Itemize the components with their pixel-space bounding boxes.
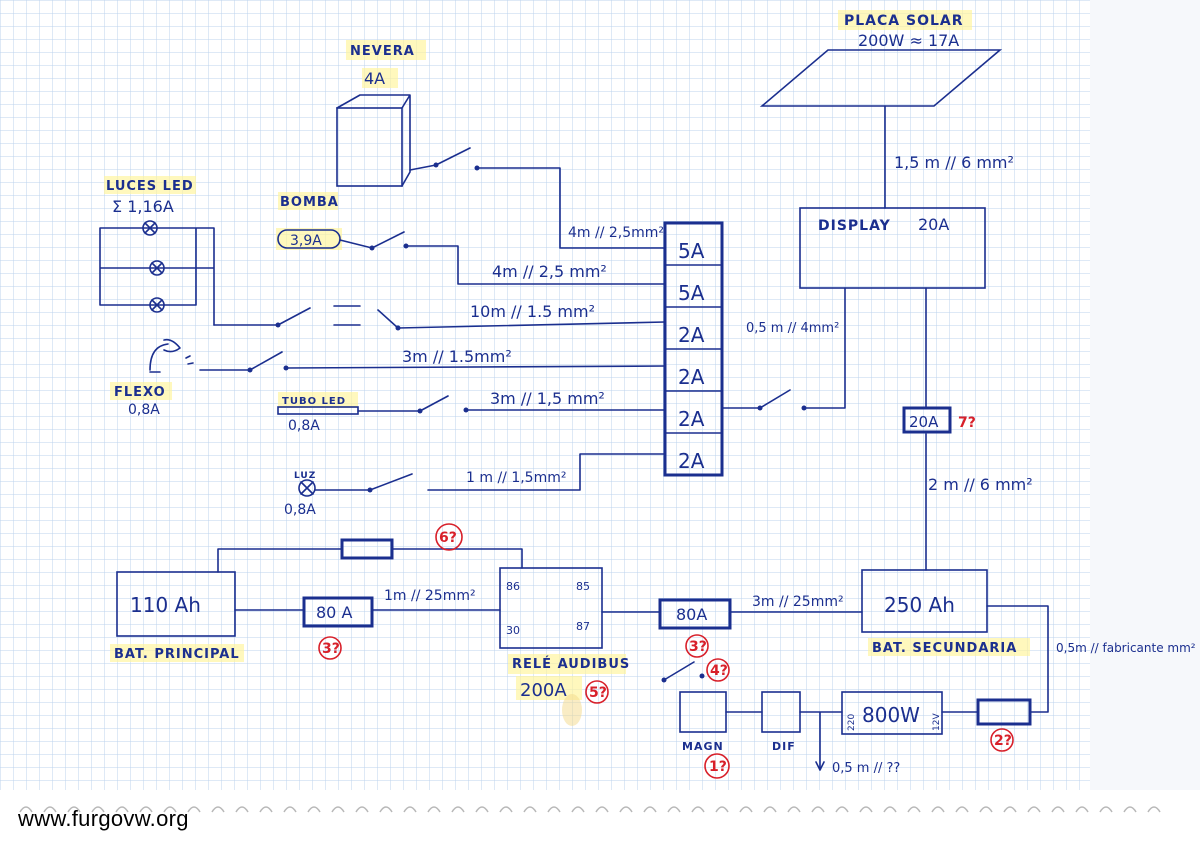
fuse-box xyxy=(663,221,724,477)
bomba-wire xyxy=(339,231,666,285)
fuse-5: 2A xyxy=(678,407,705,431)
inverter-box xyxy=(841,691,943,735)
switch-4-question: 4? xyxy=(710,663,728,679)
flexo-current: 0,8A xyxy=(128,402,160,418)
cable-luces: 10m // 1.5 mm² xyxy=(470,302,595,321)
flexo-lamp-icon xyxy=(149,338,194,373)
tubo-current: 0,8A xyxy=(288,418,320,434)
luz-wire xyxy=(314,453,666,491)
solar-rating: 200W ≈ 17A xyxy=(858,31,959,50)
flexo-label: FLEXO xyxy=(114,385,166,400)
nevera-wire xyxy=(409,147,666,249)
magn-question: 1? xyxy=(709,759,727,775)
cable-aux-inverter: 0,5m // fabricante mm² xyxy=(1056,641,1196,655)
luces-circuit xyxy=(99,220,215,326)
bypass-wire xyxy=(217,548,523,573)
rele-question: 5? xyxy=(589,685,607,701)
flexo-wire xyxy=(199,351,666,371)
dif-label: DIF xyxy=(772,740,796,753)
fuse-1: 5A xyxy=(678,239,705,263)
fuse-main xyxy=(302,596,374,628)
fuse-aux xyxy=(658,598,732,630)
fuse-2: 5A xyxy=(678,281,705,305)
switch-4 xyxy=(663,661,695,681)
tubo-wire xyxy=(357,395,666,412)
battery-main-capacity: 110 Ah xyxy=(130,593,201,617)
fusebox-display-wire xyxy=(721,287,846,409)
fuse-3: 2A xyxy=(678,323,705,347)
display-fuse-question: 7? xyxy=(958,415,976,431)
fuse-aux-rating: 80A xyxy=(676,605,707,624)
rele-label: RELÉ AUDIBUS xyxy=(512,656,630,672)
cable-bomba: 4m // 2,5 mm² xyxy=(492,262,607,281)
cable-luz: 1 m // 1,5mm² xyxy=(466,470,566,486)
magn-label: MAGN xyxy=(682,740,724,753)
inverter-out: 220 xyxy=(847,714,857,731)
magn-box xyxy=(679,691,727,733)
nevera-box xyxy=(336,94,411,187)
inverter-in: 12V xyxy=(932,713,942,731)
battery-main-label: BAT. PRINCIPAL xyxy=(114,647,240,662)
cable-rele-aux: 3m // 25mm² xyxy=(752,594,844,610)
nevera-label: NEVERA xyxy=(350,44,415,59)
aux-inverter-wire xyxy=(986,605,1049,713)
fuse-top xyxy=(340,538,394,560)
fuse-6: 2A xyxy=(678,449,705,473)
cable-reg-battery: 2 m // 6 mm² xyxy=(928,475,1033,494)
cable-main-rele: 1m // 25mm² xyxy=(384,588,476,604)
cable-nevera: 4m // 2,5mm² xyxy=(568,225,664,241)
cable-tubo: 3m // 1,5 mm² xyxy=(490,389,605,408)
rele-stain xyxy=(562,694,582,726)
ac-wire xyxy=(725,711,843,769)
bomba-label: BOMBA xyxy=(280,195,339,210)
rele-pin-85: 85 xyxy=(576,580,590,593)
display-fuse-rating: 20A xyxy=(909,413,939,431)
cable-display-fusebox: 0,5 m // 4mm² xyxy=(746,321,839,336)
fuse-main-question: 3? xyxy=(322,641,340,657)
battery-aux-capacity: 250 Ah xyxy=(884,593,955,617)
battery-aux-label: BAT. SECUNDARIA xyxy=(872,641,1017,656)
display-fuse xyxy=(902,406,952,434)
fuse-main-rating: 80 A xyxy=(316,603,352,622)
inverter-question: 2? xyxy=(994,733,1012,749)
dif-box xyxy=(761,691,801,733)
rele-box xyxy=(499,567,603,649)
rele-pin-87: 87 xyxy=(576,620,590,633)
display-box xyxy=(799,207,986,289)
bomba-current: 3,9A xyxy=(290,233,322,249)
cable-dif-out: 0,5 m // ?? xyxy=(832,761,900,776)
luz-label: LUZ xyxy=(294,471,316,481)
fuse-aux-question: 3? xyxy=(689,639,707,655)
rele-pin-30: 30 xyxy=(506,624,520,637)
display-label: DISPLAY xyxy=(818,218,891,234)
fuse-top-question: 6? xyxy=(439,530,457,546)
luces-label: LUCES LED xyxy=(106,179,194,194)
cable-flexo: 3m // 1.5mm² xyxy=(402,347,512,366)
luces-current: Σ 1,16A xyxy=(112,197,174,216)
bomba-symbol xyxy=(277,229,341,249)
solar-label: PLACA SOLAR xyxy=(844,13,964,29)
display-rating: 20A xyxy=(918,215,949,234)
solar-panel xyxy=(759,49,1003,107)
battery-aux xyxy=(861,569,988,633)
luz-bulb-icon xyxy=(298,479,316,497)
paper-margin xyxy=(1090,0,1200,790)
cable-panel: 1,5 m // 6 mm² xyxy=(894,153,1014,172)
rele-pin-86: 86 xyxy=(506,580,520,593)
luz-current: 0,8A xyxy=(284,502,316,518)
tubo-label: TUBO LED xyxy=(282,396,346,407)
battery-main xyxy=(116,571,236,637)
spiral-binding xyxy=(19,806,1161,813)
fuse-4: 2A xyxy=(678,365,705,389)
inverter-rating: 800W xyxy=(862,703,920,727)
rele-rating: 200A xyxy=(520,680,567,701)
nevera-current: 4A xyxy=(364,69,385,88)
watermark: www.furgovw.org xyxy=(18,806,189,831)
